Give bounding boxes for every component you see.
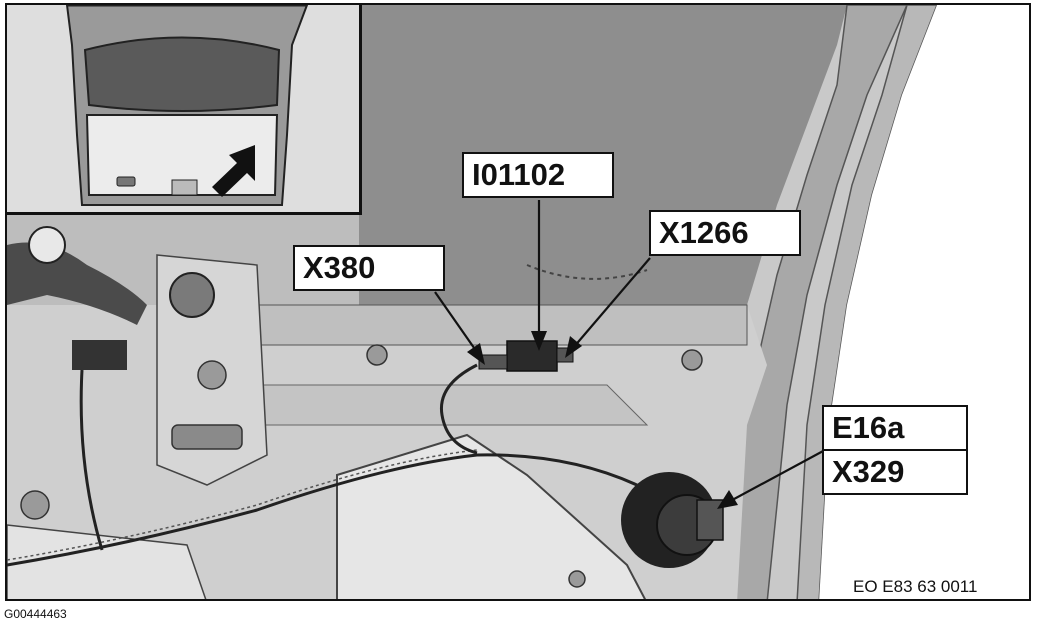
leader-x380 [434,291,480,356]
label-x380: X380 [293,245,445,291]
lower-rib-shape [256,384,649,426]
label-x329: X329 [822,449,968,495]
tailgate-inset-icon [7,5,359,212]
cross-rib-shape [256,304,748,346]
main-harness-wire [7,453,638,567]
label-x1266: X1266 [649,210,801,256]
arrowhead-x1266 [565,336,582,358]
lower-left-cutout-shape [7,524,207,599]
module-feed-wire [439,363,478,455]
left-connector-shape [72,340,127,370]
connector-x380-shape [478,354,508,370]
hinge-grommet [28,226,66,264]
callout-leader-lines [434,200,826,506]
drawing-code: EO E83 63 0011 [853,577,978,596]
diagram-frame: I01102 X1266 X380 E16a X329 EO E83 63 00… [5,3,1031,601]
tailgate-location-inset [7,5,362,215]
grommet-hole-1 [197,360,227,390]
hinge-bolt-shape [169,272,215,318]
tailgate-interior-illustration [7,5,1029,599]
leader-x1266 [572,257,651,349]
location-arrow-icon [212,145,255,197]
label-i01102: I01102 [462,152,614,198]
figure-id: G00444463 [4,607,67,621]
arrowhead-x329 [717,490,738,509]
grommet-hole-3 [681,349,703,371]
arrowhead-i01102 [531,331,547,351]
panel-cutout-shape [336,433,647,599]
d-pillar-trim-shape [726,5,908,599]
grommet-hole-5 [568,570,586,588]
arrowhead-x380 [467,343,485,365]
module-i01102-shape [506,340,558,372]
panel-slot-shape [171,424,243,450]
grommet-hole-4 [20,490,50,520]
callout-arrowheads [467,331,738,509]
label-e16a: E16a [822,405,968,451]
leader-x329 [722,449,826,506]
left-drop-wire [79,369,104,551]
grommet-hole-2 [366,344,388,366]
